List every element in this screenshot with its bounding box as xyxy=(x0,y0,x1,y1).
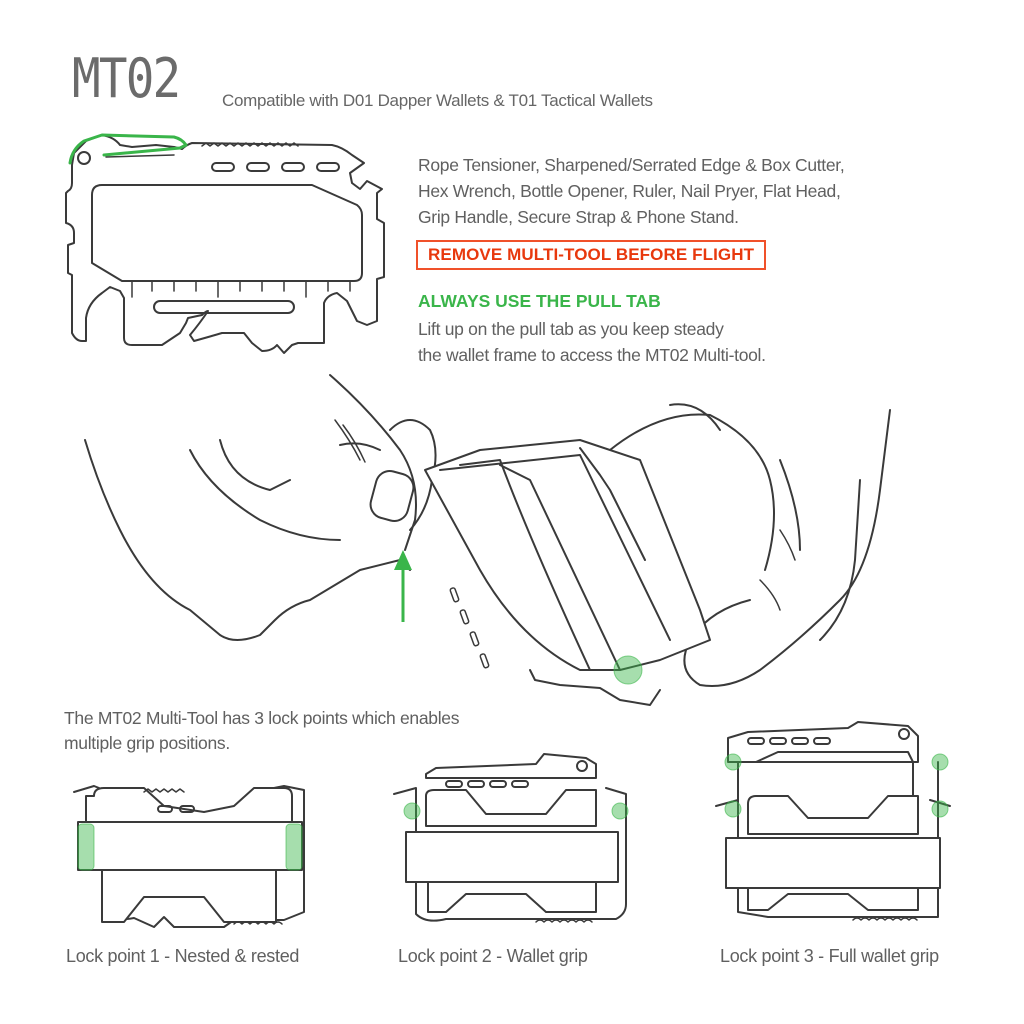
pull-tab-instructions: Lift up on the pull tab as you keep stea… xyxy=(418,316,766,368)
feature-list: Rope Tensioner, Sharpened/Serrated Edge … xyxy=(418,152,938,230)
hands-illustration-icon xyxy=(84,374,891,706)
lock-point-3-diagram-icon xyxy=(715,721,951,921)
lock-points-intro: The MT02 Multi-Tool has 3 lock points wh… xyxy=(64,706,459,756)
instruction-line: the wallet frame to access the MT02 Mult… xyxy=(418,345,766,365)
feature-line: Hex Wrench, Bottle Opener, Ruler, Nail P… xyxy=(418,181,841,201)
product-title: MT02 xyxy=(72,47,181,110)
multitool-outline-icon xyxy=(65,133,385,354)
lock-point-2-diagram-icon xyxy=(393,753,629,923)
instruction-line: Lift up on the pull tab as you keep stea… xyxy=(418,319,724,339)
lock-point-2-caption: Lock point 2 - Wallet grip xyxy=(398,946,588,966)
pull-tab-heading: ALWAYS USE THE PULL TAB xyxy=(418,291,661,311)
feature-line: Rope Tensioner, Sharpened/Serrated Edge … xyxy=(418,155,845,175)
compatibility-subtitle: Compatible with D01 Dapper Wallets & T01… xyxy=(222,91,653,110)
lock-point-3-caption: Lock point 3 - Full wallet grip xyxy=(720,946,939,966)
feature-line: Grip Handle, Secure Strap & Phone Stand. xyxy=(418,207,739,227)
intro-line: multiple grip positions. xyxy=(64,733,230,753)
intro-line: The MT02 Multi-Tool has 3 lock points wh… xyxy=(64,708,460,728)
lock-point-1-caption: Lock point 1 - Nested & rested xyxy=(66,946,300,966)
flight-warning-badge: REMOVE MULTI-TOOL BEFORE FLIGHT xyxy=(416,240,767,270)
lock-point-1-diagram-icon xyxy=(73,785,305,928)
